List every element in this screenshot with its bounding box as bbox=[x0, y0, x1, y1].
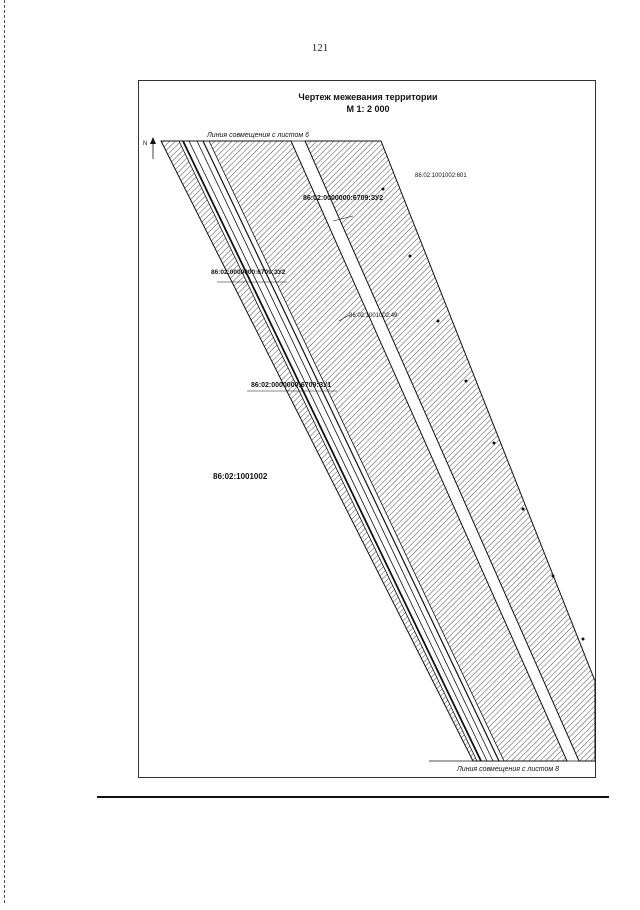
join-line-top-label: Линия совмещения с листом 6 bbox=[206, 132, 309, 139]
leader-p49 bbox=[338, 314, 350, 322]
bottom-rule bbox=[97, 796, 609, 798]
parcel-label-601: 86:02:1001002:601 bbox=[415, 173, 467, 179]
scan-edge-artifact bbox=[3, 0, 6, 905]
boundary-points bbox=[381, 187, 585, 641]
drawing-title: Чертеж межевания территории М 1: 2 000 bbox=[139, 91, 597, 115]
drawing-title-line1: Чертеж межевания территории bbox=[298, 92, 438, 102]
map-frame: Чертеж межевания территории М 1: 2 000 bbox=[138, 80, 596, 778]
leader-zu2-upper bbox=[332, 215, 354, 222]
parcel-label-zu2-left: 86:02:0000000:6709:ЗУ2 bbox=[211, 269, 286, 276]
road-line-3 bbox=[196, 140, 494, 762]
parcel-label-block: 86:02:1001002 bbox=[213, 472, 268, 481]
parcel-label-zu2-upper: 86:02:0000000:6709:ЗУ2 bbox=[303, 195, 383, 202]
road-line-1 bbox=[182, 140, 482, 762]
parcel-label-49: 86:02:1001002:49 bbox=[349, 313, 398, 319]
drawing-scale: М 1: 2 000 bbox=[346, 104, 390, 114]
north-symbol: N bbox=[143, 141, 147, 147]
road-line-4 bbox=[202, 140, 500, 762]
survey-drawing: N Линия совмещения с листом 6 Линия совм… bbox=[143, 132, 596, 773]
road-line-2 bbox=[188, 140, 488, 762]
page-number: 121 bbox=[311, 42, 329, 54]
parcel-label-zu1: 86:02:0000000:6709:ЗУ1 bbox=[251, 382, 331, 389]
join-line-bottom-label: Линия совмещения с листом 8 bbox=[456, 766, 559, 773]
north-arrow-icon bbox=[150, 137, 156, 159]
